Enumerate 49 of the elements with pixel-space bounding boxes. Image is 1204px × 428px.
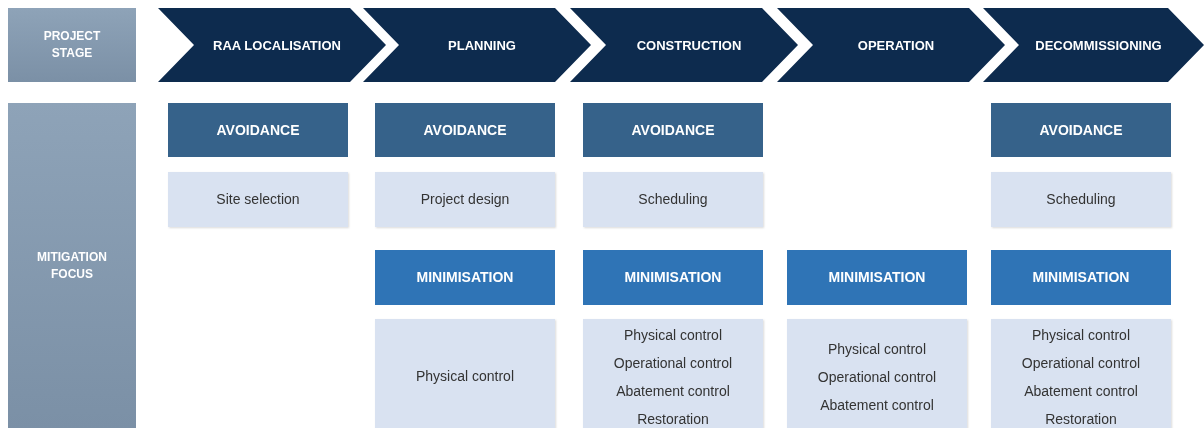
stage-title: DECOMMISSIONING — [1035, 36, 1162, 54]
avoidance-banner — [375, 103, 555, 157]
stage-title: PLANNING — [448, 36, 516, 54]
banner-title: MINIMISATION — [1032, 269, 1130, 286]
banner-title: AVOIDANCE — [631, 121, 715, 139]
measure-panel — [583, 172, 763, 227]
measure-text: Scheduling — [638, 191, 708, 208]
measure-text: Abatement control — [616, 381, 730, 401]
banner-title: AVOIDANCE — [423, 121, 507, 139]
minimisation-banner — [375, 250, 555, 305]
measure-text: Abatement control — [820, 395, 934, 415]
avoidance-banner — [168, 103, 348, 157]
measure-text: Restoration — [637, 409, 709, 428]
row-title: PROJECT STAGE — [42, 28, 102, 62]
stage-label — [8, 8, 136, 82]
measure-text: Site selection — [216, 191, 300, 208]
measure-panel — [991, 172, 1171, 227]
measure-text: Scheduling — [1046, 191, 1116, 208]
measure-panel — [583, 319, 763, 428]
stage-title: OPERATION — [857, 36, 935, 54]
focus-label — [8, 103, 136, 428]
banner-title: AVOIDANCE — [216, 121, 300, 139]
banner-title: AVOIDANCE — [1039, 121, 1123, 139]
measure-text: Project design — [420, 191, 510, 208]
measure-panel — [375, 319, 555, 428]
measure-text: Physical control — [1031, 325, 1130, 345]
measure-text: Physical control — [827, 339, 926, 359]
minimisation-banner — [991, 250, 1171, 305]
minimisation-banner — [583, 250, 763, 305]
measure-panel — [787, 319, 967, 428]
measure-text: Physical control — [415, 368, 514, 385]
stage-title: RAA LOCALISATION — [213, 36, 341, 54]
minimisation-banner — [787, 250, 967, 305]
avoidance-banner — [583, 103, 763, 157]
measure-text: Physical control — [623, 325, 722, 345]
measure-panel — [991, 319, 1171, 428]
measure-text: Operational control — [1021, 353, 1141, 373]
measure-panel — [375, 172, 555, 227]
measure-text: Operational control — [817, 367, 937, 387]
banner-title: MINIMISATION — [416, 269, 514, 286]
banner-title: MINIMISATION — [828, 269, 926, 286]
measure-text: Restoration — [1045, 409, 1117, 428]
banner-title: MINIMISATION — [624, 269, 722, 286]
avoidance-banner — [991, 103, 1171, 157]
measure-text: Operational control — [613, 353, 733, 373]
measure-text: Abatement control — [1024, 381, 1138, 401]
measure-panel — [168, 172, 348, 227]
stage-title: CONSTRUCTION — [636, 36, 742, 54]
row-title: MITIGATION FOCUS — [36, 248, 108, 283]
